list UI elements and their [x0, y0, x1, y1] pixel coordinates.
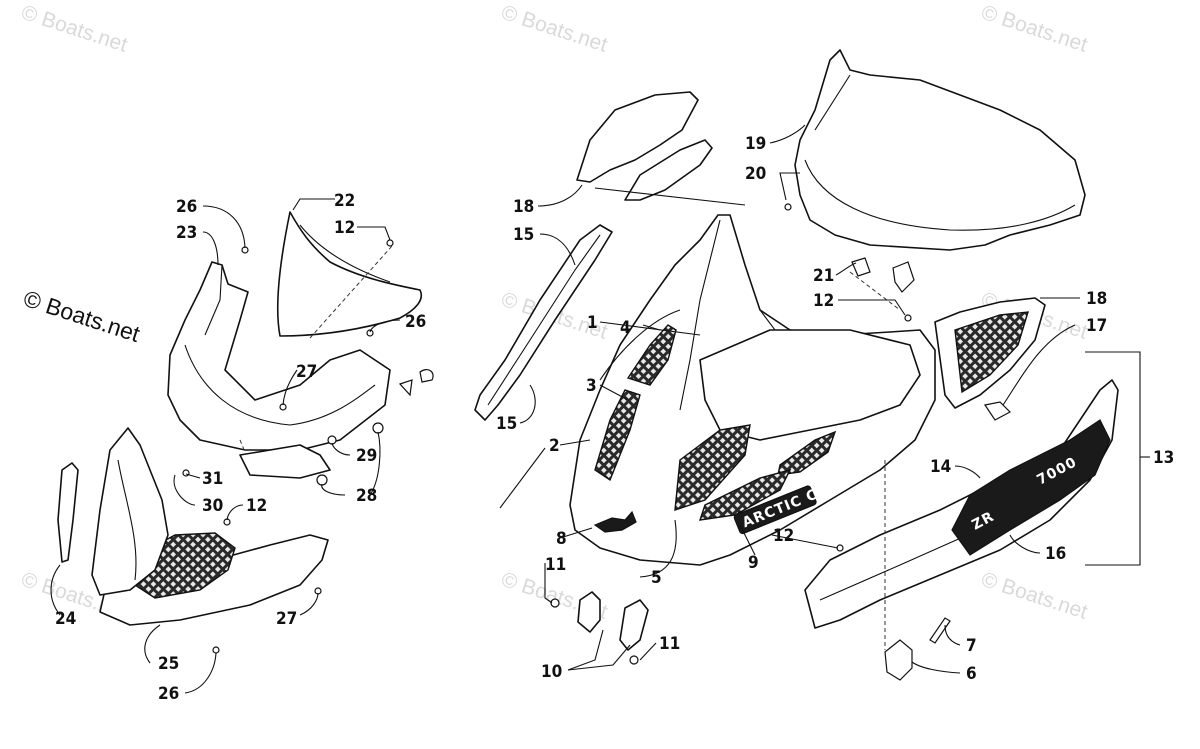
- callout-29: 29: [356, 446, 377, 466]
- callout-26: 26: [176, 197, 197, 217]
- part-4-upper-grille: [626, 324, 677, 386]
- part-8-logo: [593, 510, 637, 533]
- callout-20: 20: [745, 164, 766, 184]
- callout-13: 13: [1153, 448, 1174, 468]
- part-16-decal: [951, 419, 1111, 556]
- screw-12-center: [904, 314, 912, 322]
- watermark: © Boats.net: [978, 1, 1090, 57]
- callout-24: 24: [55, 609, 76, 629]
- part-10-bracket-a: [577, 591, 601, 633]
- watermark: © Boats.net: [498, 1, 610, 57]
- screw-26-low: [212, 646, 220, 654]
- part-18-vent-side: [624, 139, 713, 201]
- part-24-trim-strip: [57, 462, 79, 563]
- part-11-nut-a: [550, 598, 560, 608]
- callout-23: 23: [176, 223, 197, 243]
- part-5-side-grille-c: [698, 468, 792, 521]
- screw-12-top: [386, 239, 394, 247]
- callout-17: 17: [1086, 316, 1107, 336]
- callout-14: 14: [930, 457, 951, 477]
- callout-18: 18: [1086, 289, 1107, 309]
- callout-labels: 26 23 22 12 26 27 29 28 31 30 12 24 27 2…: [55, 134, 1174, 704]
- callout-26: 26: [158, 684, 179, 704]
- callout-12: 12: [813, 291, 834, 311]
- callout-26: 26: [405, 312, 426, 332]
- callout-1: 1: [587, 313, 598, 333]
- watermark-bold: © Boats.net: [20, 285, 143, 347]
- callout-9: 9: [748, 553, 759, 573]
- part-18-side-vent-mesh: [954, 311, 1029, 394]
- washer-29: [327, 435, 337, 445]
- part-17-clip: [984, 401, 1011, 421]
- nut-28a: [316, 474, 328, 486]
- callout-27: 27: [276, 609, 297, 629]
- callout-7: 7: [966, 636, 977, 656]
- leader-lines: [50, 124, 1150, 694]
- screw-26-side: [366, 329, 374, 337]
- part-21-clip: [851, 257, 871, 277]
- clip-part: [398, 379, 413, 397]
- mount-bracket: [239, 444, 331, 479]
- callout-15: 15: [496, 414, 517, 434]
- part-23-upper-panel: [167, 261, 391, 451]
- callout-30: 30: [202, 496, 223, 516]
- side-fin-panel: [91, 427, 169, 596]
- callout-19: 19: [745, 134, 766, 154]
- center-hood-assembly: ARCTIC CAT ZR 7000: [474, 49, 1119, 681]
- callout-3: 3: [586, 376, 597, 396]
- nut-28b: [372, 422, 384, 434]
- part-19-windshield: [794, 49, 1086, 251]
- part-22-visor: [276, 211, 422, 337]
- callout-10: 10: [541, 662, 562, 682]
- callout-5: 5: [651, 568, 662, 588]
- part-5-side-grille-a: [674, 424, 751, 512]
- callout-15: 15: [513, 225, 534, 245]
- callout-21: 21: [813, 266, 834, 286]
- watermark: © Boats.net: [18, 1, 130, 57]
- callout-6: 6: [966, 664, 977, 684]
- part-18-top-vent: [576, 91, 699, 183]
- part-11-nut-b: [629, 655, 639, 665]
- part-20-screw: [784, 203, 792, 211]
- part-6-hinge: [884, 639, 913, 681]
- callout-2: 2: [549, 436, 560, 456]
- part-21-bracket: [892, 261, 915, 293]
- callout-8: 8: [556, 529, 567, 549]
- part-14-bumper-panel: [804, 379, 1119, 629]
- callout-28: 28: [356, 486, 377, 506]
- part-7-pin: [929, 617, 951, 644]
- part-3-lower-grille: [594, 389, 641, 482]
- headlight-opening: [699, 329, 921, 441]
- part-10-bracket-b: [619, 599, 649, 651]
- callout-25: 25: [158, 654, 179, 674]
- callout-16: 16: [1045, 544, 1066, 564]
- callout-12: 12: [773, 526, 794, 546]
- rivet-part: [419, 368, 434, 383]
- callout-11: 11: [659, 634, 680, 654]
- callout-4: 4: [620, 318, 631, 338]
- callout-11: 11: [545, 555, 566, 575]
- callout-12: 12: [246, 496, 267, 516]
- left-nosecone-assembly: [57, 211, 434, 654]
- watermark: © Boats.net: [978, 568, 1090, 624]
- callout-31: 31: [202, 469, 223, 489]
- callout-27: 27: [296, 362, 317, 382]
- callout-18: 18: [513, 197, 534, 217]
- callout-22: 22: [334, 191, 355, 211]
- callout-12: 12: [334, 218, 355, 238]
